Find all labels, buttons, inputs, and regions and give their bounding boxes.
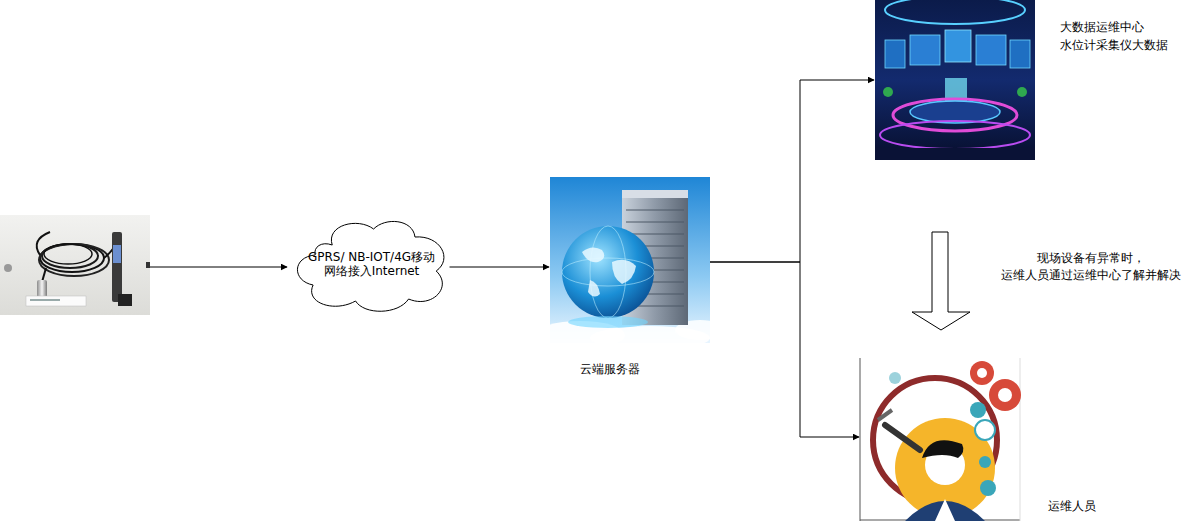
hollow-arrow — [912, 232, 970, 330]
node-label: 云端服务器 — [580, 360, 640, 378]
note-wrap: 现场设备有异常时， 运维人员通过运维中心了解并解决 — [1000, 250, 1182, 285]
server-picture — [535, 177, 725, 350]
flow-arrow — [450, 267, 550, 268]
server-node: 云端服务器 — [550, 177, 710, 382]
datacenter-node: 大数据运维中心 水位计采集仪大数据 — [875, 0, 1180, 160]
person-node: 运维人员 — [860, 358, 1160, 521]
cloud-text: GPRS/ NB-IOT/4G移动 网络接入Internet — [302, 251, 442, 279]
sensor-photo — [0, 215, 150, 315]
data-arrow — [150, 267, 287, 268]
network-cloud: GPRS/ NB-IOT/4G移动 网络接入Internet — [294, 215, 450, 315]
node-label: 大数据运维中心 水位计采集仪大数据 — [1060, 18, 1180, 54]
node-label: 运维人员 — [1048, 497, 1096, 515]
datacenter-picture — [875, 0, 1035, 160]
person-picture — [860, 358, 1021, 521]
note-text: 现场设备有异常时， 运维人员通过运维中心了解并解决 — [1000, 250, 1182, 285]
flow-arrow — [710, 262, 859, 437]
flow-arrow — [710, 80, 874, 262]
